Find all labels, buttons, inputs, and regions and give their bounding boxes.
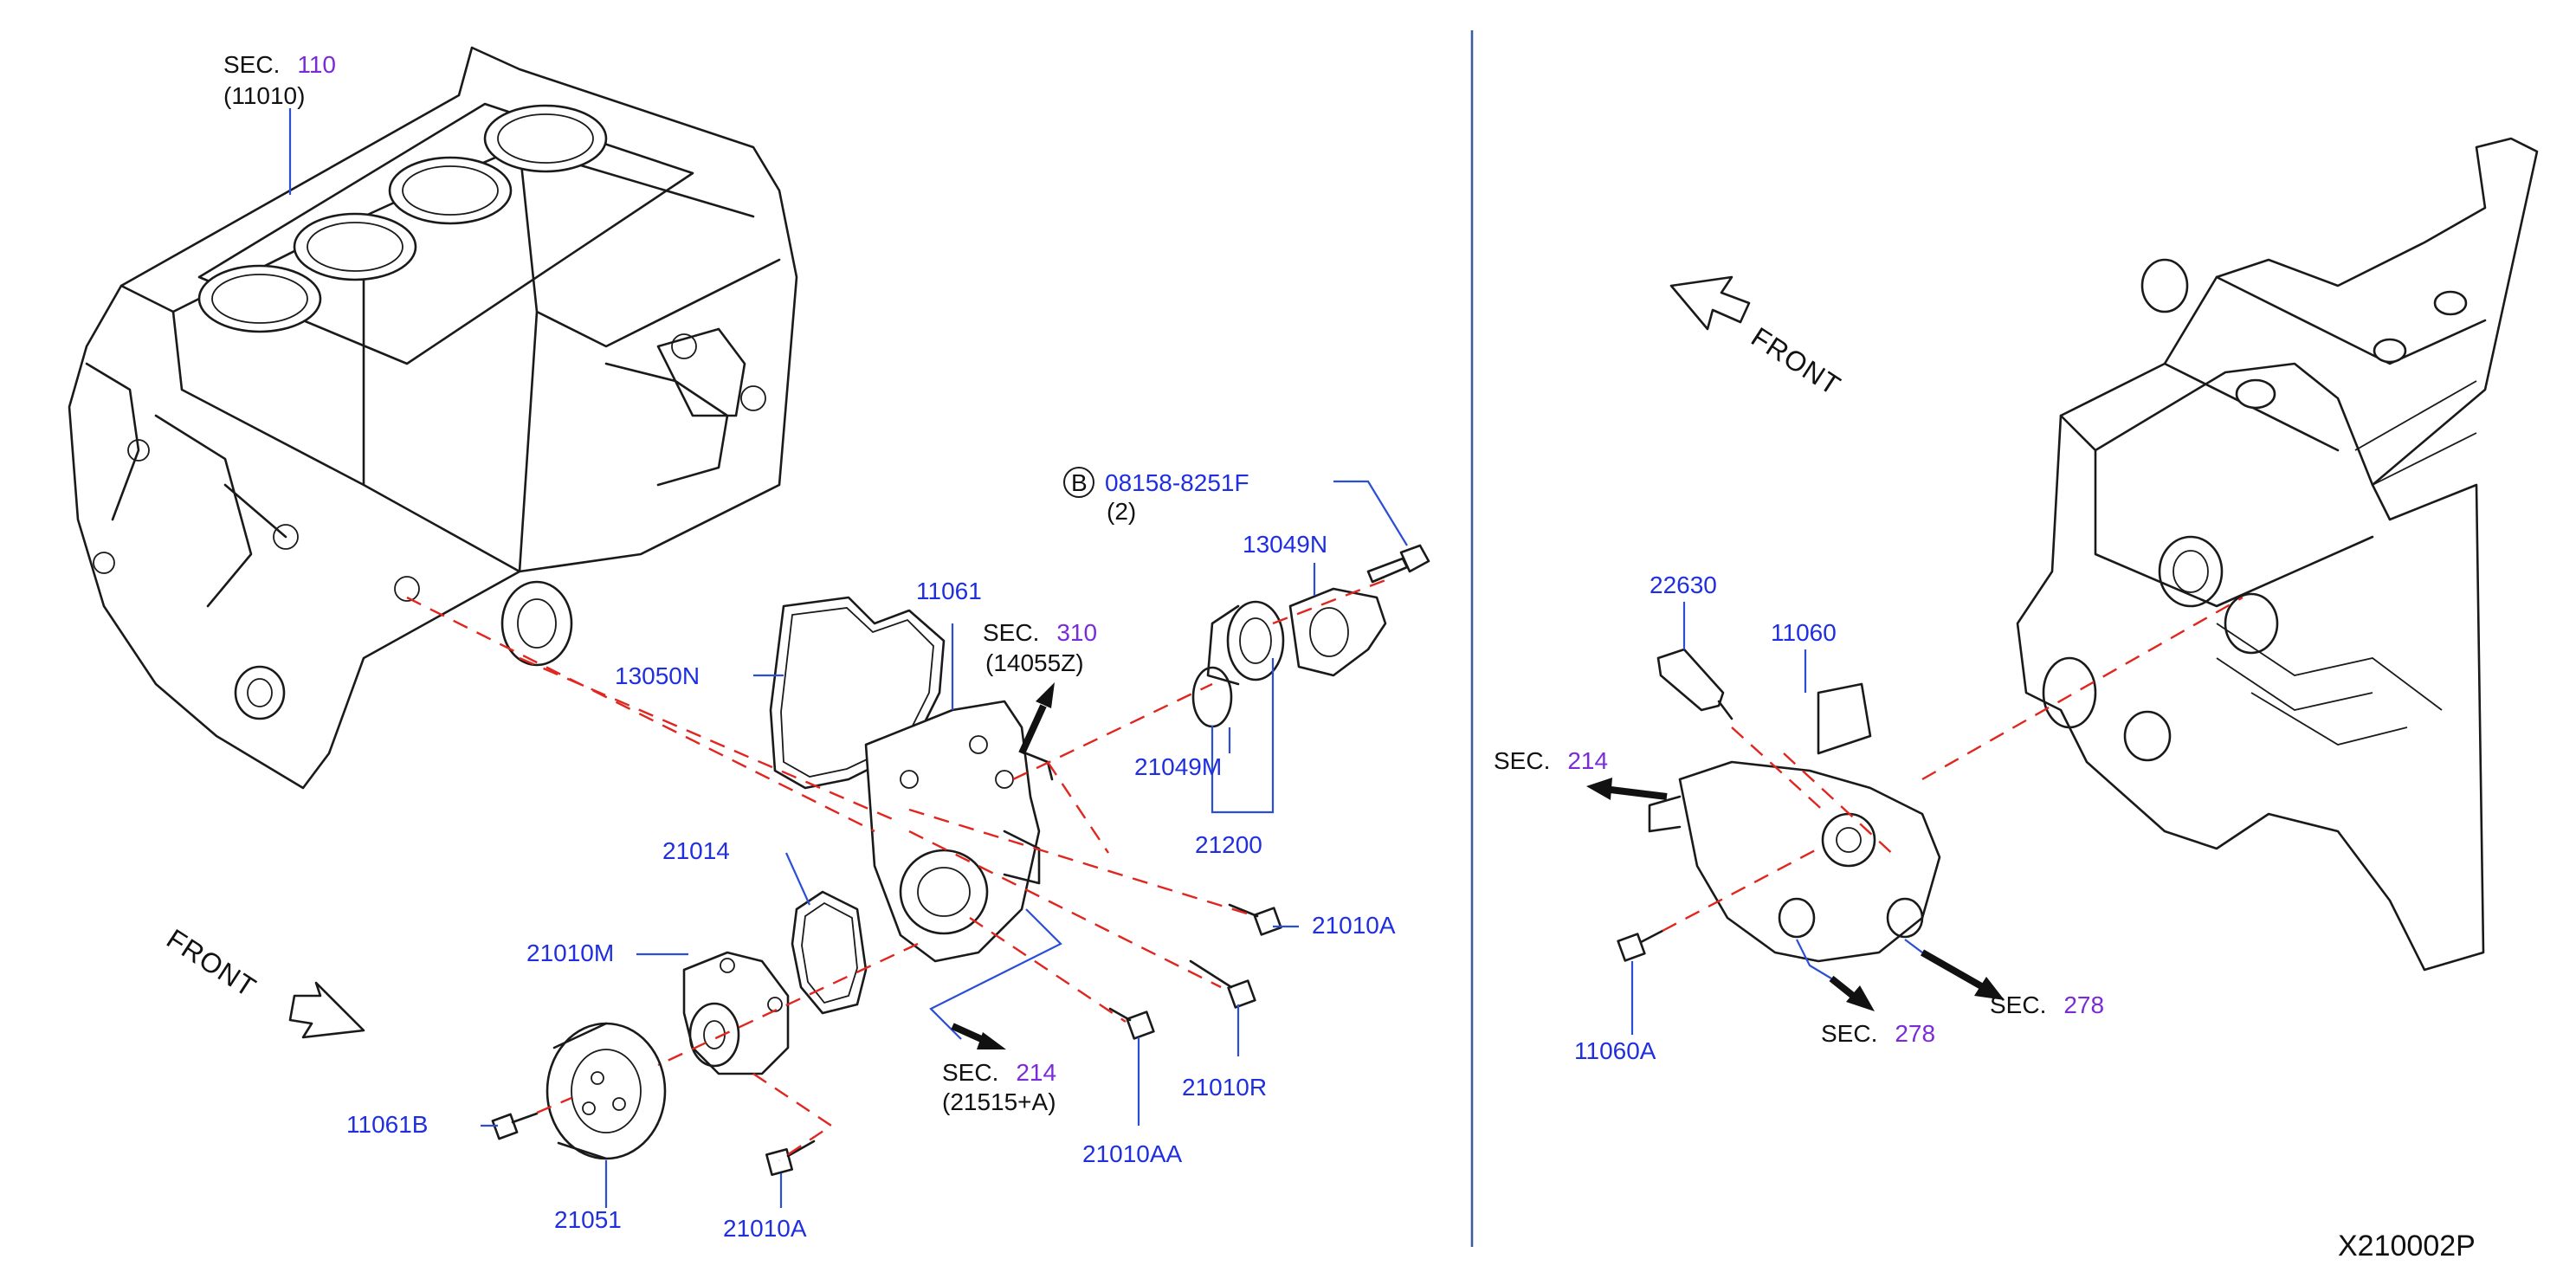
sec-278-label-b[interactable]: SEC.278 (1990, 991, 2104, 1018)
bolt-21010AA (1108, 1007, 1155, 1040)
part-13049N[interactable]: 13049N (1243, 531, 1327, 558)
water-outlet-11060 (1648, 682, 1941, 963)
sec-310-label[interactable]: SEC.310 (983, 619, 1097, 646)
front-arrow-right-icon (1669, 275, 1751, 331)
part-11060[interactable]: 11060 (1771, 619, 1837, 646)
sec-278-arrow-a (1829, 975, 1875, 1011)
part-22630[interactable]: 22630 (1650, 571, 1717, 598)
sec-110-subpart: (11010) (223, 82, 305, 109)
pulley-21051 (546, 1022, 667, 1160)
bolt-21010A-upper (1228, 903, 1282, 936)
sec-214-subpart: (21515+A) (942, 1088, 1056, 1115)
leader-lines-right (1630, 602, 1923, 1035)
water-pump-21010M (682, 951, 790, 1075)
sec-310-arrow (1018, 682, 1055, 755)
part-21010AA[interactable]: 21010AA (1082, 1140, 1183, 1167)
sec-278-label-a[interactable]: SEC.278 (1821, 1020, 1935, 1047)
alignment-lines-right (1662, 596, 2244, 933)
front-arrow-left-icon (288, 981, 365, 1039)
sec-214-label-left[interactable]: SEC.214 (942, 1059, 1056, 1086)
bolt-11061B (491, 1112, 539, 1140)
alignment-lines-left (406, 578, 1386, 1161)
part-21014[interactable]: 21014 (662, 837, 730, 864)
part-08158-8251F[interactable]: 08158-8251F (1105, 469, 1249, 496)
drawing-code: X210002P (2338, 1230, 2476, 1262)
part-11061[interactable]: 11061 (916, 578, 982, 604)
ref-badge: B (1071, 469, 1088, 496)
bolt-08158-8251F (1366, 544, 1430, 584)
part-11061B[interactable]: 11061B (346, 1111, 428, 1138)
thermostat-21200 (1206, 600, 1285, 686)
bolt-quantity: (2) (1107, 498, 1136, 525)
sec-214-label-right[interactable]: SEC.214 (1494, 747, 1608, 774)
bolt-21010R (1189, 959, 1256, 1009)
bolt-21010A-lower (765, 1140, 816, 1176)
thermostat-housing-13049N (1288, 587, 1387, 677)
cylinder-block-illustration (68, 46, 798, 790)
leader-lines-left (288, 108, 1408, 1208)
sensor-22630 (1656, 648, 1733, 720)
part-21049M[interactable]: 21049M (1134, 753, 1222, 780)
ref-badge-circle (1063, 467, 1094, 498)
sec-214-arrow-right (1586, 778, 1668, 800)
part-21010A-upper[interactable]: 21010A (1312, 912, 1396, 939)
part-21200[interactable]: 21200 (1195, 831, 1262, 858)
sec-278-arrow-b (1921, 949, 2005, 1000)
sec-310-subpart: (14055Z) (985, 649, 1084, 676)
front-label-left: FRONT (161, 923, 261, 1004)
sec-110-label[interactable]: SEC.110 (223, 51, 336, 78)
engine-assembly-illustration (2016, 137, 2539, 972)
part-21010R[interactable]: 21010R (1182, 1074, 1267, 1101)
gasket-21014 (791, 890, 868, 1015)
water-pump-housing-11061 (864, 700, 1054, 963)
sec-214-arrow-left (951, 1023, 1006, 1049)
part-21010A-lower[interactable]: 21010A (723, 1215, 807, 1242)
part-21051[interactable]: 21051 (554, 1206, 622, 1233)
part-21010M[interactable]: 21010M (526, 940, 614, 966)
front-label-right: FRONT (1746, 321, 1846, 402)
part-13050N[interactable]: 13050N (615, 662, 700, 689)
bolt-11060A (1617, 929, 1664, 962)
part-11060A[interactable]: 11060A (1574, 1037, 1656, 1064)
